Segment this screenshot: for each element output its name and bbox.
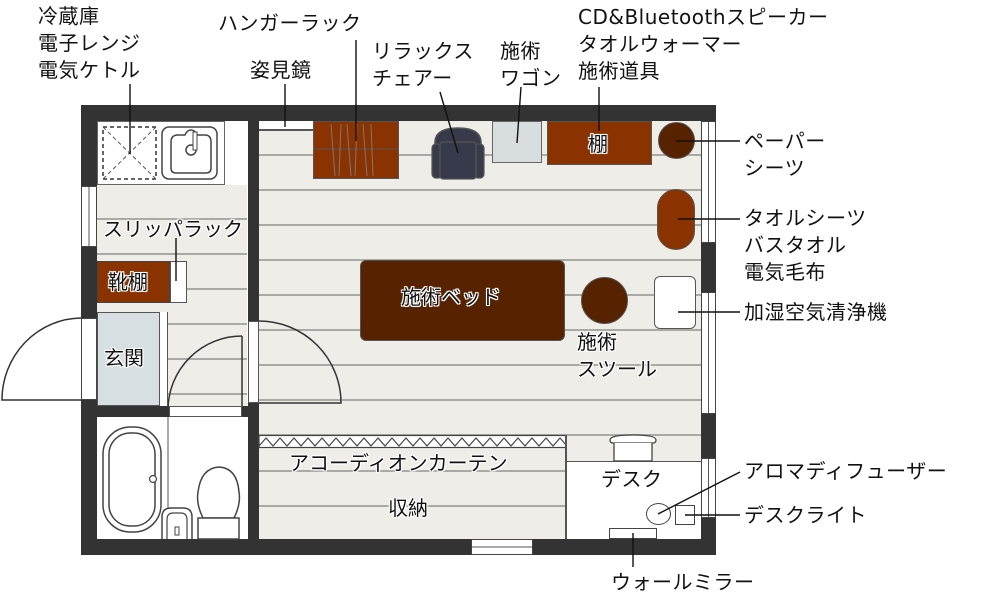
entrance-door-opening [81, 318, 97, 400]
callout-paper-sheets-1: ペーパー [744, 129, 826, 153]
callout-treatment-tools: 施術道具 [578, 59, 660, 83]
callout-desk-light: デスクライト [744, 503, 867, 527]
callout-full-length-mirror: 姿見鏡 [250, 58, 312, 82]
slipper-rack [170, 261, 187, 303]
callout-hanger-rack: ハンガーラック [218, 11, 362, 35]
wall-bottom [81, 539, 716, 555]
window-right-top [701, 121, 716, 243]
callout-towel-sheets: タオルシーツ [744, 206, 867, 230]
shelf-label: 棚 [588, 132, 608, 156]
callout-speaker: CD&Bluetoothスピーカー [578, 5, 829, 29]
callout-paper-sheets-2: シーツ [744, 156, 806, 180]
toilet-icon [196, 466, 241, 540]
kitchen-sink-icon [161, 126, 218, 180]
callout-electric-blanket: 電気毛布 [744, 260, 826, 284]
storage-right-edge [565, 435, 567, 539]
accordion-curtain-label: アコーディオンカーテン [289, 451, 508, 475]
bathroom-door-opening [169, 406, 242, 417]
treatment-stool [581, 277, 628, 324]
full-length-mirror [259, 121, 313, 131]
entrance-area: 玄関 [97, 312, 160, 406]
callout-treatment-wagon-2: ワゴン [500, 66, 562, 90]
callout-relax-chair-2: チェアー [372, 66, 453, 90]
callout-kettle: 電気ケトル [38, 58, 141, 82]
window-right-mid [701, 292, 716, 414]
callout-treatment-wagon-1: 施術 [500, 39, 541, 63]
treatment-stool-label-1: 施術 [577, 330, 617, 354]
towel-storage-item [657, 189, 695, 250]
callout-bath-towel: バスタオル [744, 233, 847, 257]
storage-floor [259, 447, 566, 539]
shoe-shelf-label: 靴棚 [108, 270, 148, 294]
bathtub-icon [102, 426, 162, 533]
desk-area-floor [566, 461, 701, 539]
entrance-label: 玄関 [104, 346, 144, 370]
entrance-step [160, 312, 168, 406]
callout-aroma-diffuser: アロマディフューザー [744, 459, 948, 483]
relax-chair-icon [431, 127, 485, 180]
desk-chair-icon [609, 434, 657, 462]
callout-fridge: 冷蔵庫 [38, 4, 100, 28]
wash-basin-icon [161, 507, 193, 539]
treatment-bed: 施術ベッド [360, 260, 565, 341]
window-left [81, 186, 97, 247]
callout-slipper-rack: スリッパラック [103, 217, 243, 241]
callout-wall-mirror: ウォールミラー [611, 570, 755, 594]
callout-relax-chair-1: リラックス [372, 39, 474, 63]
wall-top [81, 105, 716, 121]
callout-humidifier: 加湿空気清浄機 [744, 300, 888, 324]
treatment-stool-label-2: スツール [577, 357, 657, 381]
humidifier-item [654, 276, 696, 329]
desk-label: デスク [601, 467, 663, 491]
shoe-shelf: 靴棚 [97, 261, 170, 303]
callout-towel-warmer: タオルウォーマー [578, 32, 742, 56]
storage-label: 収納 [388, 496, 428, 520]
treatment-bed-label: 施術ベッド [401, 285, 501, 309]
main-room-door-opening [248, 321, 259, 403]
window-bottom [471, 539, 533, 555]
callout-microwave: 電子レンジ [38, 31, 141, 55]
